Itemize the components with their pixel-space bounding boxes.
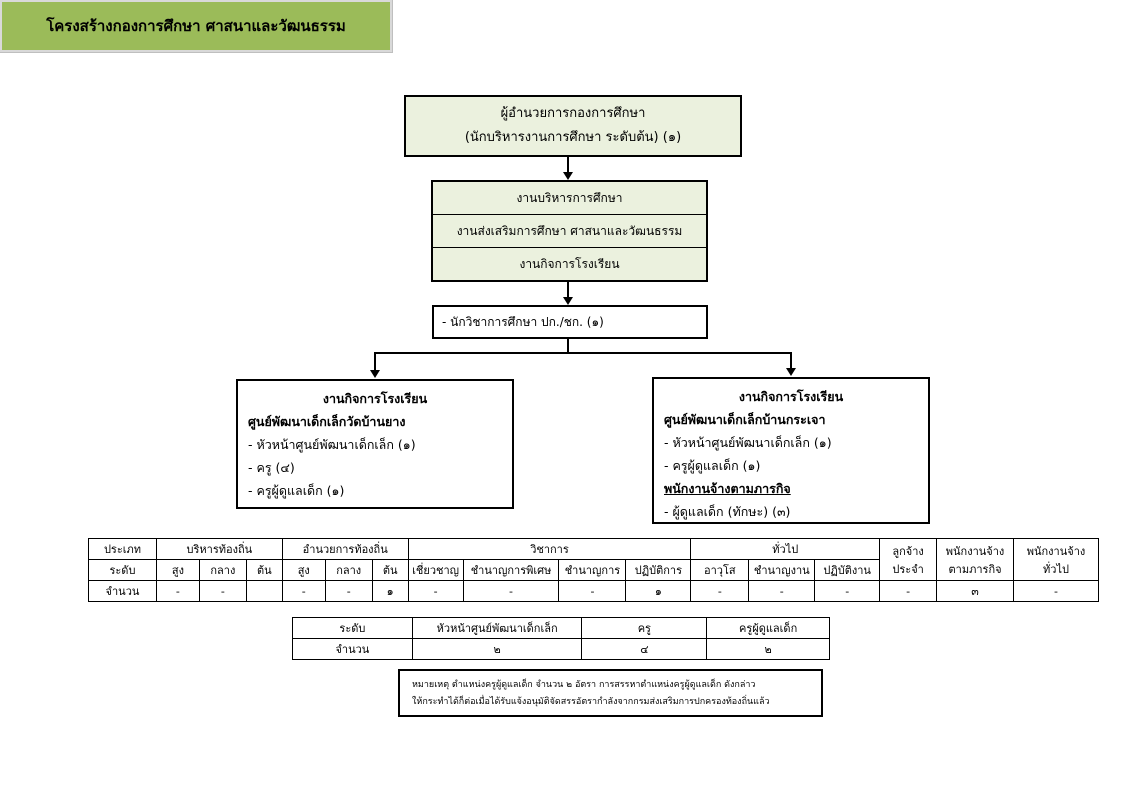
level-cell: อาวุโส — [690, 559, 750, 581]
row-header: ประเภท — [88, 538, 157, 560]
work-item: งานบริหารการศึกษา — [516, 190, 623, 205]
connector-line — [567, 282, 569, 298]
count-cell: - — [281, 580, 326, 602]
count-cell — [245, 580, 283, 602]
level-cell: ต้น — [245, 559, 283, 581]
arrow-down-icon — [563, 172, 573, 180]
teacher-table: ระดับ หัวหน้าศูนย์พัฒนาเด็กเล็ก ครู ครูผ… — [292, 617, 830, 660]
count-cell: - — [690, 580, 750, 602]
position-table: ประเภท บริหารท้องถิ่น อำนวยการท้องถิ่น ว… — [88, 538, 1099, 602]
level-cell: ชำนาญการพิเศษ — [462, 559, 560, 581]
work-item: งานส่งเสริมการศึกษา ศาสนาและวัฒนธรรม — [433, 214, 706, 247]
group-header: อำนวยการท้องถิ่น — [281, 538, 409, 560]
center-item: - ครู (๔) — [248, 460, 295, 475]
arrow-down-icon — [563, 297, 573, 305]
center-box-ban-yang: งานกิจการโรงเรียน ศูนย์พัฒนาเด็กเล็กวัดบ… — [236, 379, 514, 509]
value-cell: ๒ — [411, 638, 583, 660]
connector-line — [374, 352, 792, 354]
center-item: - หัวหน้าศูนย์พัฒนาเด็กเล็ก (๑) — [248, 437, 416, 452]
header-cell: หัวหน้าศูนย์พัฒนาเด็กเล็ก — [411, 617, 583, 639]
center-item: - หัวหน้าศูนย์พัฒนาเด็กเล็ก (๑) — [664, 435, 832, 450]
header-cell: ระดับ — [292, 617, 413, 639]
count-cell: - — [462, 580, 560, 602]
note-line: หมายเหตุ ตำแหน่งครูผู้ดูแลเด็ก จำนวน ๒ อ… — [412, 680, 756, 690]
connector-line — [567, 157, 569, 173]
header-cell: ครูผู้ดูแลเด็ก — [706, 617, 830, 639]
page-title: โครงสร้างกองการศึกษา ศาสนาและวัฒนธรรม — [0, 0, 392, 52]
level-cell: กลาง — [198, 559, 247, 581]
level-cell: สูง — [281, 559, 326, 581]
level-cell: ต้น — [371, 559, 409, 581]
center-box-ban-krachao: งานกิจการโรงเรียน ศูนย์พัฒนาเด็กเล็กบ้าน… — [652, 377, 930, 524]
count-cell: ๑ — [625, 580, 692, 602]
center-name: ศูนย์พัฒนาเด็กเล็กบ้านกระเจา — [664, 412, 826, 427]
note-box: หมายเหตุ ตำแหน่งครูผู้ดูแลเด็ก จำนวน ๒ อ… — [398, 669, 823, 717]
center-item: - ผู้ดูแลเด็ก (ทักษะ) (๓) — [664, 504, 791, 519]
level-cell: กลาง — [324, 559, 373, 581]
level-cell: ปฏิบัติงาน — [814, 559, 881, 581]
connector-line — [567, 339, 569, 353]
count-cell: - — [155, 580, 200, 602]
count-cell: - — [407, 580, 464, 602]
value-cell: ๒ — [706, 638, 830, 660]
center-head: งานกิจการโรงเรียน — [738, 389, 844, 404]
count-cell: ๓ — [936, 580, 1014, 602]
count-cell: - — [324, 580, 373, 602]
note-line: ให้กระทำได้ก็ต่อเมื่อได้รับแจ้งอนุมัติจั… — [412, 697, 770, 707]
group-header: พนักงานจ้าง ตามภารกิจ — [936, 538, 1014, 581]
count-cell: - — [198, 580, 247, 602]
group-header: พนักงานจ้าง ทั่วไป — [1013, 538, 1099, 581]
director-box: ผู้อำนวยการกองการศึกษา (นักบริหารงานการศ… — [404, 95, 742, 157]
connector-line — [374, 352, 376, 371]
level-cell: ชำนาญงาน — [748, 559, 816, 581]
center-name: ศูนย์พัฒนาเด็กเล็กวัดบ้านยาง — [248, 414, 406, 429]
director-title: ผู้อำนวยการกองการศึกษา — [500, 106, 646, 121]
level-cell: สูง — [155, 559, 200, 581]
value-cell: จำนวน — [292, 638, 413, 660]
director-rank: (นักบริหารงานการศึกษา ระดับต้น) (๑) — [464, 130, 682, 145]
count-cell: ๑ — [371, 580, 409, 602]
row-header: ระดับ — [88, 559, 157, 581]
arrow-down-icon — [786, 368, 796, 376]
group-header: ลูกจ้าง ประจำ — [879, 538, 938, 581]
center-subhead: พนักงานจ้างตามภารกิจ — [664, 481, 791, 496]
arrow-down-icon — [370, 370, 380, 378]
value-cell: ๔ — [581, 638, 708, 660]
works-box: งานบริหารการศึกษา งานส่งเสริมการศึกษา ศา… — [431, 180, 708, 282]
level-cell: ชำนาญการ — [558, 559, 627, 581]
group-header: ทั่วไป — [690, 538, 881, 560]
row-header: จำนวน — [88, 580, 157, 602]
work-item: งานกิจการโรงเรียน — [433, 247, 706, 280]
center-item: - ครูผู้ดูแลเด็ก (๑) — [664, 458, 761, 473]
count-cell: - — [879, 580, 938, 602]
group-header: บริหารท้องถิ่น — [155, 538, 283, 560]
staff-box: - นักวิชาการศึกษา ปก./ชก. (๑) — [432, 305, 708, 339]
center-head: งานกิจการโรงเรียน — [322, 391, 428, 406]
header-cell: ครู — [581, 617, 708, 639]
count-cell: - — [558, 580, 627, 602]
count-cell: - — [814, 580, 881, 602]
level-cell: ปฏิบัติการ — [625, 559, 692, 581]
count-cell: - — [748, 580, 816, 602]
count-cell: - — [1013, 580, 1099, 602]
group-header: วิชาการ — [407, 538, 692, 560]
connector-line — [790, 352, 792, 369]
center-item: - ครูผู้ดูแลเด็ก (๑) — [248, 483, 345, 498]
level-cell: เชี่ยวชาญ — [407, 559, 464, 581]
